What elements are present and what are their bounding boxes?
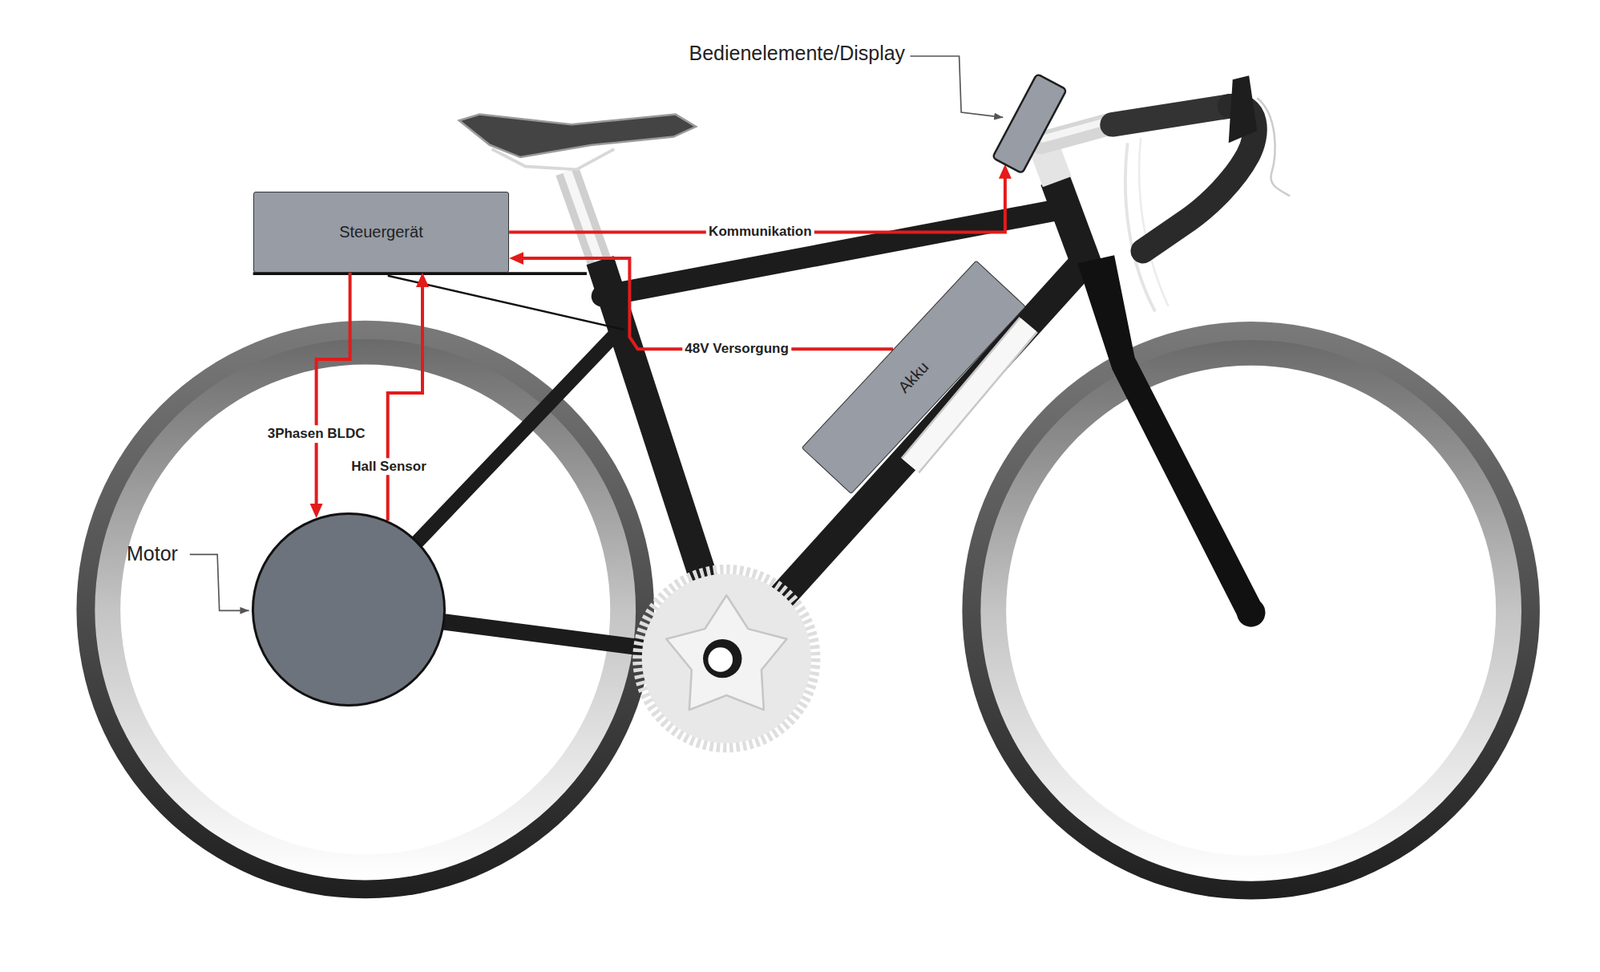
wire-label: Kommunikation [706, 222, 814, 241]
signal-wire [316, 272, 351, 510]
tire-outer [76, 320, 654, 899]
wire-label: 3Phasen BLDC [265, 424, 368, 443]
crank-spider [666, 594, 787, 710]
chainring-disc [642, 573, 812, 743]
chainring [638, 569, 816, 748]
stem-highlight [1042, 121, 1107, 140]
seat-tube [600, 260, 705, 580]
handlebar [1112, 105, 1230, 125]
chainring-teeth [638, 569, 816, 748]
signal-wire [509, 172, 1006, 233]
control-panel-unit: Bedienelemente/Display [992, 73, 1067, 174]
crank-axle-hole [707, 646, 733, 672]
hub-drive-circle: Motor [251, 512, 446, 707]
node-label: Bedienelemente/Display [689, 41, 906, 65]
front-fork [1077, 254, 1264, 619]
node-label: Steuergerät [339, 222, 424, 242]
wire-label: Hall Sensor [348, 457, 429, 476]
wheel-inner [1006, 365, 1496, 856]
panel-outline-svg [992, 73, 1067, 174]
headset-spacer [1045, 149, 1058, 182]
seat-stay [408, 324, 625, 552]
tire-outer [961, 321, 1540, 900]
crank-axle [703, 638, 742, 678]
front-wheel [961, 321, 1540, 900]
signal-wire [387, 280, 423, 521]
saddle-rails [492, 149, 615, 170]
node-label: Akku [894, 358, 933, 397]
wire-label: 48V Versorgung [682, 340, 791, 359]
brake-cable [1256, 97, 1290, 196]
fork-dropout [1236, 597, 1266, 627]
cable-line [1125, 142, 1156, 312]
wheel-inner [120, 364, 611, 855]
seat-post-highlight [567, 171, 601, 264]
battery-box: Akku [800, 260, 1026, 495]
brake-hood [1228, 75, 1258, 143]
rear-wheel [76, 320, 654, 899]
controller-box: Steuergerät [253, 191, 510, 273]
head-tube [1054, 179, 1088, 267]
tire-band [980, 339, 1522, 881]
node-label: Motor [126, 541, 178, 566]
panel-screen [992, 73, 1067, 174]
tire-band [94, 339, 636, 881]
leader-line [189, 553, 250, 611]
leader-line [909, 56, 1003, 118]
seat-post [567, 171, 601, 264]
signal-wire [517, 258, 893, 349]
